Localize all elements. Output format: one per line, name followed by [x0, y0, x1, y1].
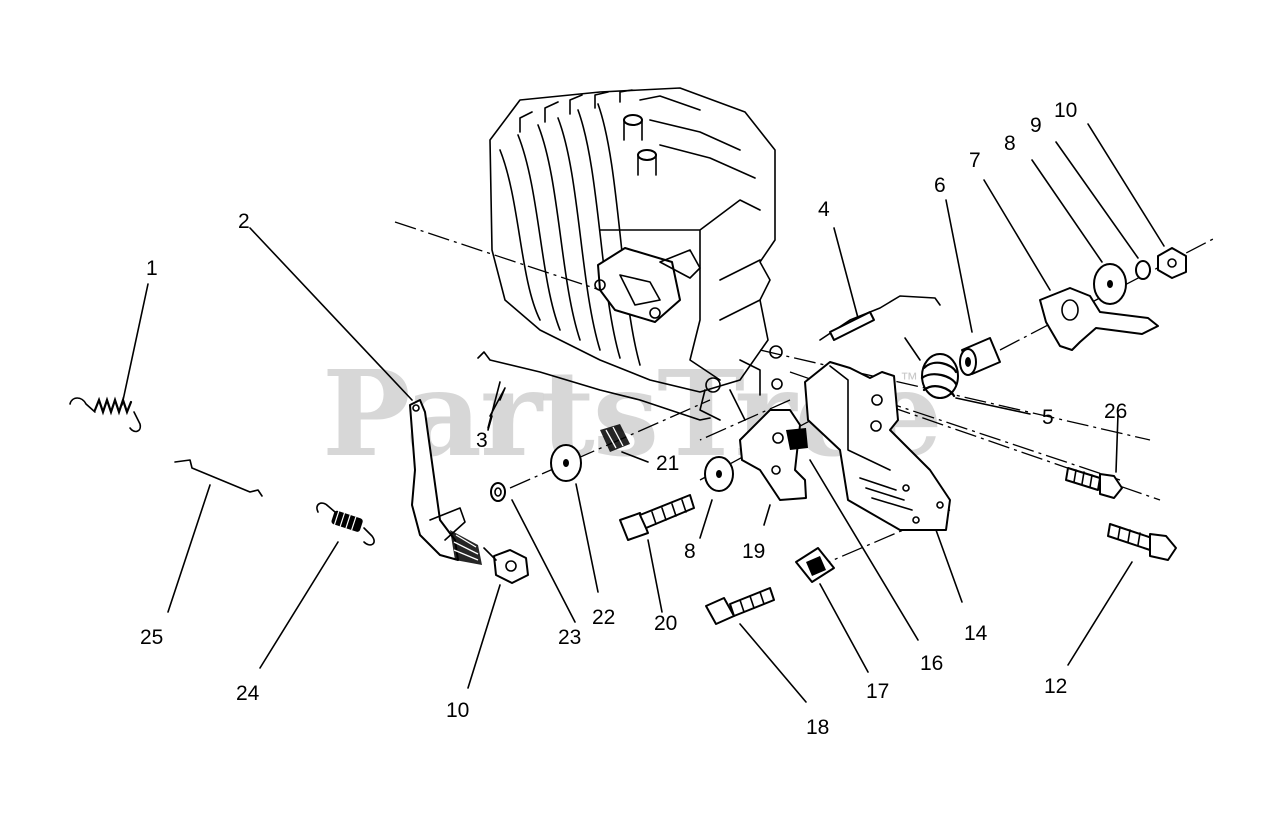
label-9: 9: [1030, 114, 1042, 137]
label-18: 18: [806, 716, 829, 739]
part-14-control-plate: [804, 361, 963, 603]
part-3-wire: [477, 351, 711, 431]
label-10-lower: 10: [446, 699, 469, 722]
label-26: 26: [1104, 400, 1127, 423]
part-6-bushing: [945, 199, 1001, 376]
part-labels: 1 2 3 4 5 6 7 8 8 9 10 10 12 14 16 17 18…: [140, 99, 1127, 739]
label-3: 3: [476, 429, 488, 452]
label-21: 21: [656, 452, 679, 475]
label-25: 25: [140, 626, 163, 649]
label-16: 16: [920, 652, 943, 675]
part-16-spring: [786, 428, 919, 641]
label-12: 12: [1044, 675, 1067, 698]
label-10-upper: 10: [1054, 99, 1077, 122]
part-20-bolt: [619, 494, 695, 613]
label-24: 24: [236, 682, 260, 705]
label-19: 19: [742, 540, 765, 563]
label-2: 2: [238, 210, 250, 233]
part-23-washer: [490, 482, 576, 623]
part-10-nut-left: [467, 547, 529, 689]
part-12-bolt: [1067, 523, 1177, 666]
label-22: 22: [592, 606, 615, 629]
part-4-governor-rod: [819, 227, 941, 341]
part-5-spring: [904, 337, 1031, 415]
label-8-upper: 8: [1004, 132, 1016, 155]
label-14: 14: [964, 622, 988, 645]
part-24-spring: [259, 502, 375, 669]
label-7: 7: [969, 149, 981, 172]
label-8-lower: 8: [684, 540, 696, 563]
part-8-washer-lower: [699, 456, 734, 539]
label-20: 20: [654, 612, 677, 635]
part-26-bolt: [1065, 413, 1123, 499]
label-4: 4: [818, 198, 830, 221]
part-7-throttle-lever: [983, 179, 1159, 351]
label-6: 6: [934, 174, 946, 197]
label-5: 5: [1042, 406, 1054, 429]
part-9-lock-washer: [1055, 141, 1151, 280]
part-17-clip-nut: [795, 547, 869, 673]
label-23: 23: [558, 626, 581, 649]
part-8-washer-upper: [1031, 159, 1127, 305]
label-1: 1: [146, 257, 158, 280]
label-17: 17: [866, 680, 889, 703]
part-22-washer: [550, 444, 599, 593]
part-18-bolt: [705, 587, 807, 703]
part-1-spring: [69, 283, 149, 433]
engine-block: [489, 87, 783, 421]
part-25-wire-link: [167, 459, 263, 613]
part-2-governor-lever: [249, 227, 482, 565]
part-21-bushing: [600, 424, 649, 463]
part-10-nut-upper: [1087, 123, 1187, 279]
